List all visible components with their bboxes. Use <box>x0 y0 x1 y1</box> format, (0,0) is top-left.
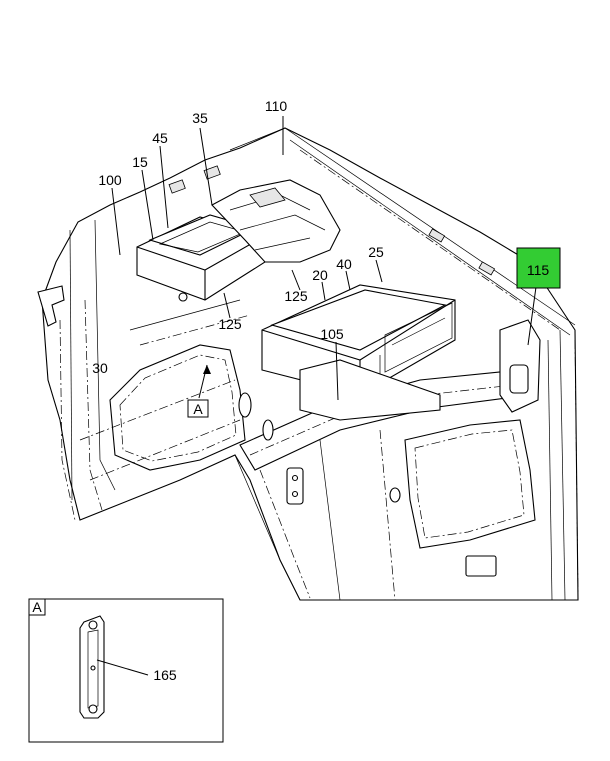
callout-100: 100 <box>98 172 122 188</box>
callout-25: 25 <box>368 244 384 260</box>
view-reference-a-label: A <box>193 401 203 417</box>
bracket-right <box>499 319 541 413</box>
view-reference-a: A <box>187 399 209 418</box>
callout-40: 40 <box>336 256 352 272</box>
callout-15: 15 <box>132 154 148 170</box>
callout-20: 20 <box>312 267 328 283</box>
callout-110: 110 <box>265 98 288 114</box>
leader-lines <box>111 116 537 401</box>
strap-part <box>79 615 105 719</box>
callout-35: 35 <box>192 110 208 126</box>
callout-165: 165 <box>153 667 177 683</box>
seat-frame <box>211 179 341 263</box>
callout-115: 115 <box>527 262 550 278</box>
storage-box-center <box>261 284 456 421</box>
callout-30: 30 <box>92 360 108 376</box>
detail-view-a-label: A <box>32 599 42 615</box>
detail-view-a: A 165 <box>28 598 224 743</box>
callout-105: 105 <box>320 326 344 342</box>
storage-box-left <box>136 214 266 302</box>
callout-125-upper: 125 <box>284 288 308 304</box>
callout-125-lower: 125 <box>218 316 242 332</box>
callout-115-highlight: 115 <box>516 247 561 289</box>
callout-45: 45 <box>152 130 168 146</box>
